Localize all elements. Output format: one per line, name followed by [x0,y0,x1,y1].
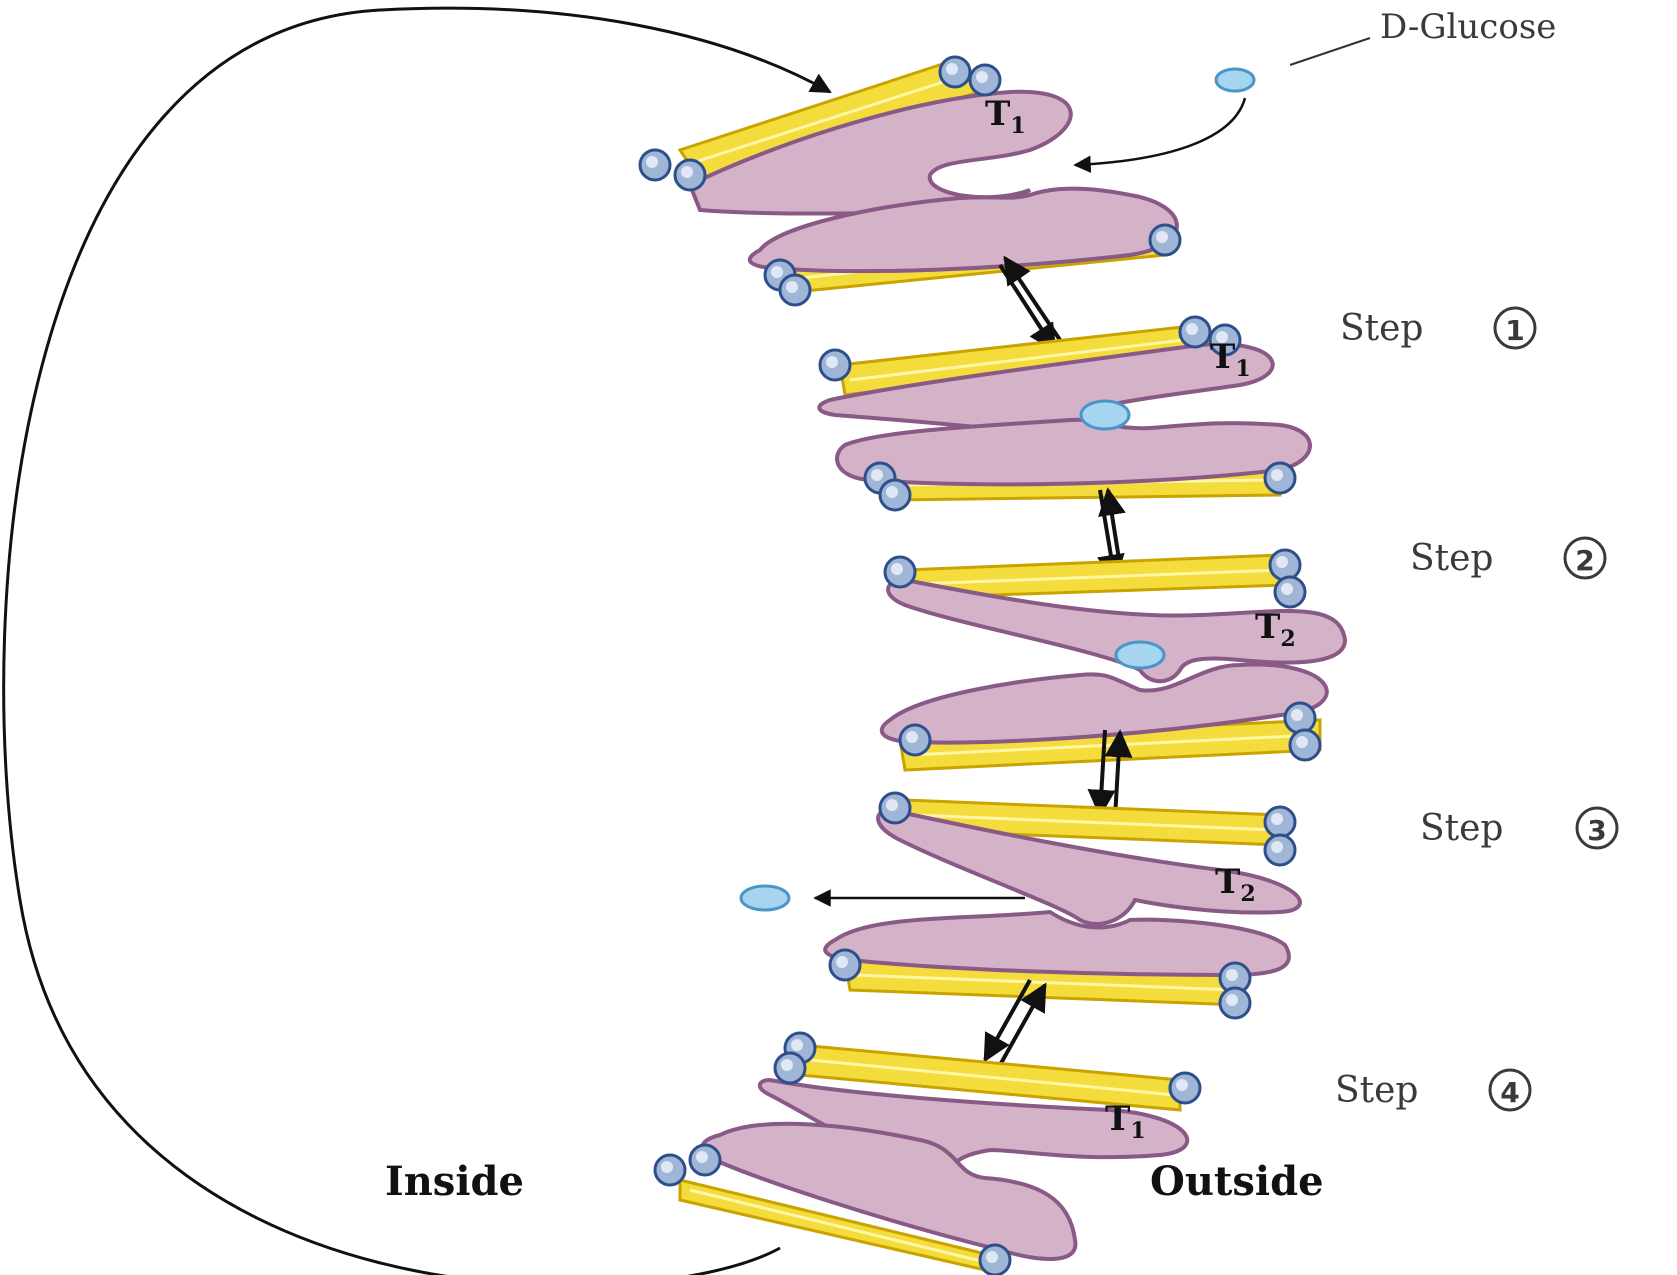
svg-text:4: 4 [1500,1076,1519,1109]
svg-text:Step: Step [1420,808,1503,849]
svg-text:Step: Step [1335,1070,1418,1111]
step-1-label: Step 1 [1340,308,1535,349]
glucose-label-leader [1290,38,1370,65]
step-3-label: Step 3 [1420,808,1617,849]
svg-text:Step: Step [1410,538,1493,579]
inside-label: Inside [385,1158,524,1205]
state-label-t2-release: T2 [1215,862,1256,907]
glucose-molecule-inside [741,886,789,910]
step-4-label: Step 4 [1335,1070,1530,1111]
transporter-state-4: T2 [825,793,1300,1018]
svg-text:Step: Step [1340,308,1423,349]
svg-text:3: 3 [1587,814,1606,847]
transporter-state-3: T2 [882,550,1345,770]
outside-label: Outside [1150,1158,1324,1205]
protein-lower-subunit [825,912,1289,975]
protein-lower-subunit [837,420,1310,485]
svg-text:1: 1 [1505,314,1524,347]
glucose-binding-arrow [1075,98,1245,165]
glucose-molecule-bound [1081,401,1129,429]
glucose-label: D-Glucose [1380,7,1556,47]
transporter-state-5: T1 [655,1033,1200,1275]
step-2-label: Step 2 [1410,538,1605,579]
state-label-t1: T1 [1210,337,1251,382]
glucose-molecule-outside [1216,69,1254,91]
glucose-molecule-bound [1116,642,1164,668]
svg-text:2: 2 [1575,544,1594,577]
transporter-state-1: T1 [640,57,1180,305]
transporter-state-2: T1 [819,317,1310,510]
